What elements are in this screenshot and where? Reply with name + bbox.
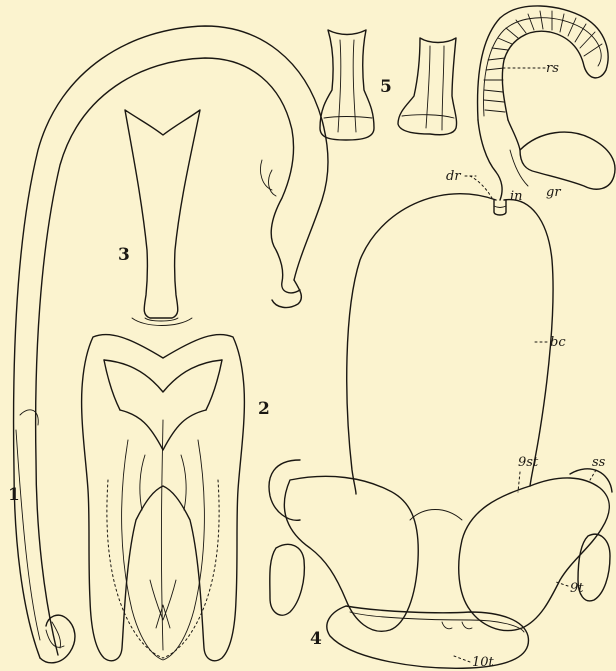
receptacle-striations: [484, 11, 602, 112]
figure-1-drawing: [14, 26, 328, 663]
label-9t: 9t: [570, 581, 584, 596]
label-dr: dr: [446, 169, 461, 184]
figure-number-2: 2: [258, 399, 270, 419]
figure-number-5: 5: [380, 77, 392, 97]
figure-3-drawing: [125, 110, 200, 326]
figure-number-3: 3: [118, 245, 130, 265]
label-ss: ss: [592, 455, 606, 470]
label-10t: 10t: [472, 655, 495, 670]
label-rs: rs: [546, 61, 559, 76]
label-gr: gr: [546, 185, 561, 200]
label-9st: 9st: [518, 455, 539, 470]
label-bc: bc: [550, 335, 566, 350]
figure-number-4: 4: [310, 629, 322, 649]
label-in: in: [510, 189, 523, 204]
figure-2-drawing: [82, 335, 245, 661]
figure-number-1: 1: [8, 485, 20, 505]
